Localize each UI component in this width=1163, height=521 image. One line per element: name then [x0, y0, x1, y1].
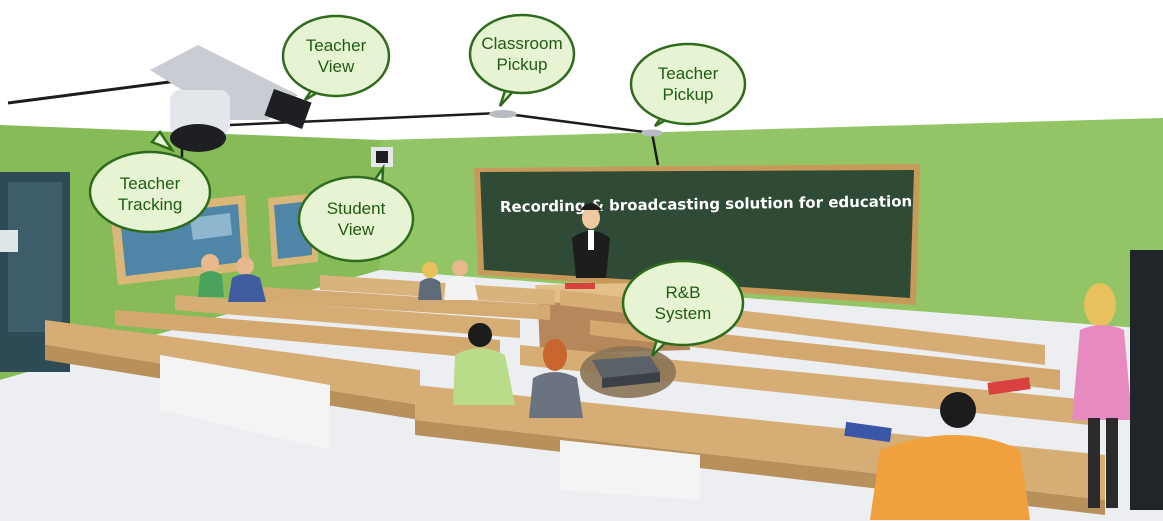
chalkboard-title: Recording & broadcasting solution for ed…	[500, 192, 912, 216]
svg-text:View: View	[318, 57, 355, 76]
student-view-camera	[371, 147, 393, 167]
callout-teacher-pickup: Teacher Pickup	[629, 42, 747, 128]
callout-teacher-tracking: Teacher Tracking	[88, 129, 212, 234]
book	[987, 377, 1031, 395]
callout-teacher-view: Teacher View	[281, 14, 391, 102]
svg-text:Tracking: Tracking	[118, 195, 183, 214]
svg-text:Student: Student	[327, 199, 386, 218]
svg-text:Pickup: Pickup	[496, 55, 547, 74]
door	[0, 172, 70, 372]
svg-text:Pickup: Pickup	[662, 85, 713, 104]
student	[870, 392, 1030, 520]
callout-student-view: Student View	[297, 163, 415, 263]
svg-text:System: System	[655, 304, 712, 323]
ceiling-cable	[229, 111, 660, 166]
classroom-pickup-mic	[489, 110, 517, 118]
teacher-pickup-mic	[641, 129, 663, 137]
svg-text:Teacher: Teacher	[306, 36, 367, 55]
rb-system-device	[580, 346, 676, 398]
book	[844, 421, 892, 443]
ptz-camera	[150, 45, 312, 152]
svg-text:R&B: R&B	[666, 283, 701, 302]
book	[565, 283, 595, 289]
standing-person	[1072, 283, 1132, 508]
svg-text:Classroom: Classroom	[481, 34, 562, 53]
student	[418, 262, 442, 300]
callout-rb-system: R&B System	[621, 259, 745, 357]
student	[453, 323, 515, 405]
svg-text:Teacher: Teacher	[120, 174, 181, 193]
student	[444, 260, 478, 300]
callout-classroom-pickup: Classroom Pickup	[468, 13, 576, 107]
svg-text:View: View	[338, 220, 375, 239]
doorway-right	[1130, 250, 1163, 510]
ceiling-cable	[7, 76, 201, 105]
student	[198, 254, 224, 297]
student	[529, 339, 583, 418]
svg-text:Teacher: Teacher	[658, 64, 719, 83]
teacher-figure	[572, 203, 610, 278]
student	[228, 257, 266, 302]
